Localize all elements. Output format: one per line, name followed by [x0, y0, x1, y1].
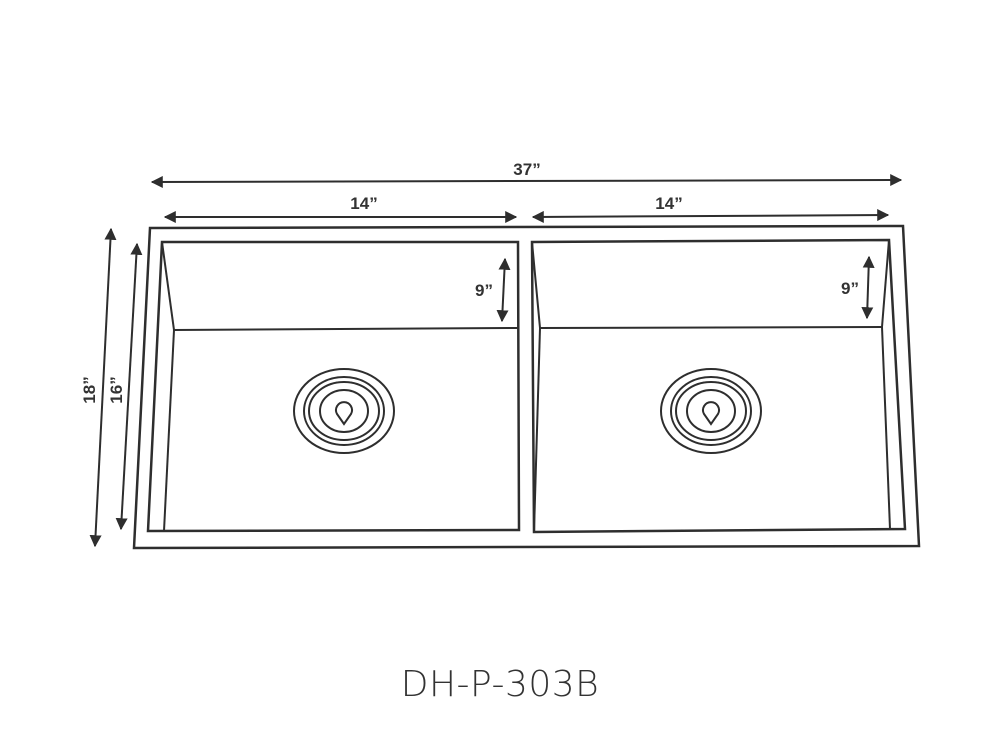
left-drain-icon: [293, 368, 395, 454]
left-bowl-width-label: 14”: [350, 194, 377, 213]
sink-outer-outline: [132, 224, 921, 550]
right-bowl-width-arrow: [531, 209, 890, 223]
left-bowl: [146, 240, 521, 533]
right-bowl-depth-label: 9”: [841, 279, 859, 298]
overall-length-arrow: [89, 227, 117, 548]
right-bowl-width-label: 14”: [655, 194, 682, 213]
bowl-length-arrow: [115, 242, 143, 531]
overall-length-label: 18”: [80, 376, 99, 403]
bowl-length-label: 16”: [107, 376, 126, 403]
right-drain-icon: [660, 368, 762, 454]
left-bowl-depth-label: 9”: [475, 281, 493, 300]
right-bowl-depth-arrow: [861, 255, 875, 320]
overall-width-arrow: [150, 174, 903, 188]
left-bowl-depth-arrow: [496, 257, 511, 323]
right-bowl: [530, 238, 907, 534]
overall-width-label: 37”: [513, 160, 540, 179]
model-name: DH-P-303B: [400, 664, 600, 705]
